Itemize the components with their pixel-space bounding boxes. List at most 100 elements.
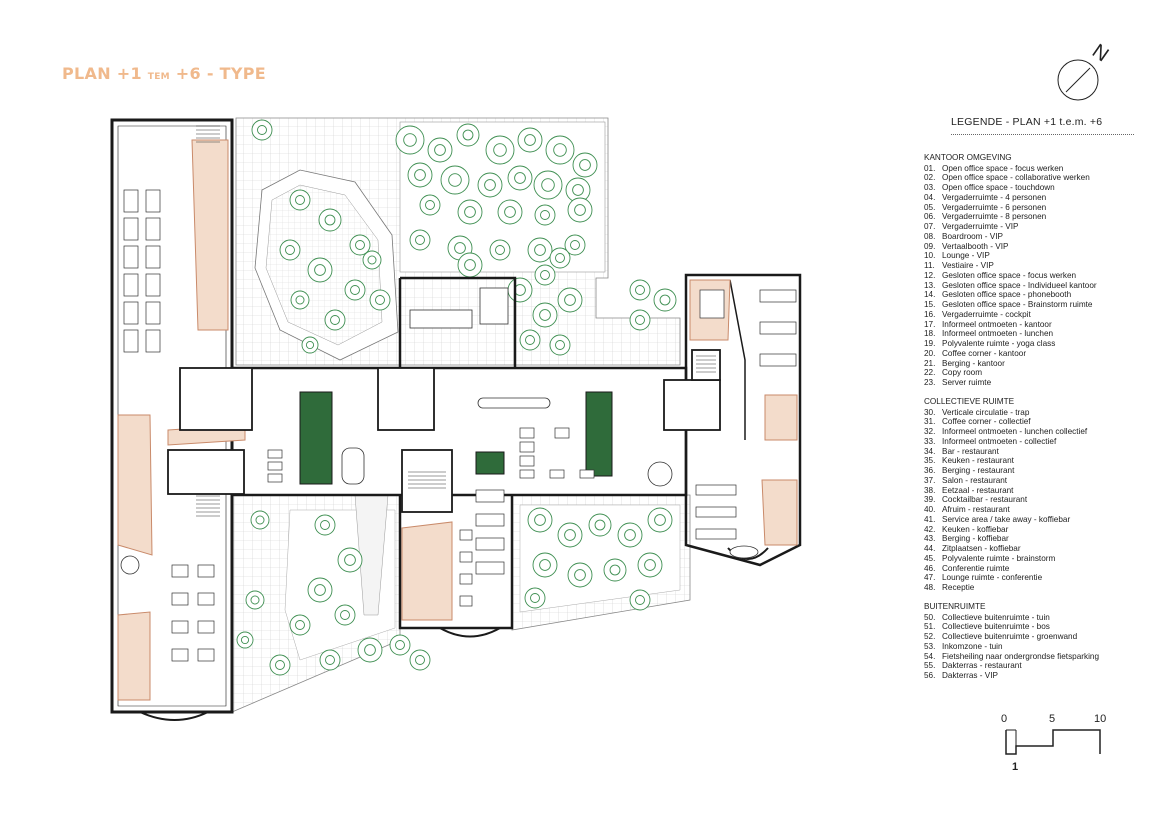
- legend-item-number: 18.: [924, 329, 936, 339]
- legend-item-number: 07.: [924, 222, 936, 231]
- legend-item: 48.Receptie: [924, 583, 1134, 593]
- tree-mark-inner: [364, 644, 376, 656]
- tree-mark-inner: [572, 184, 584, 196]
- tree-mark-inner: [579, 159, 591, 171]
- tree-mark-inner: [415, 655, 425, 665]
- legend-item-label: Berging - restaurant: [942, 466, 1015, 475]
- tree-mark-inner: [564, 294, 576, 306]
- tree-mark-inner: [555, 253, 565, 263]
- legend-item-label: Collectieve buitenruimte - tuin: [942, 612, 1050, 622]
- legend-item-number: 30.: [924, 407, 936, 417]
- legend-item-label: Copy room: [942, 368, 983, 378]
- round-tables: [120, 461, 759, 575]
- legend-item: 04.Vergaderruimte - 4 personen: [924, 193, 1134, 203]
- legend-item-label: Collectieve buitenruimte - groenwand: [942, 632, 1078, 641]
- legend-item-label: Open office space - focus werken: [942, 163, 1064, 173]
- legend-item-number: 21.: [924, 358, 936, 368]
- legend-item-label: Coffee corner - collectief: [942, 417, 1031, 427]
- legend-item-number: 33.: [924, 436, 936, 446]
- legend-item-label: Vestiaire - VIP: [942, 261, 994, 270]
- legend-item: 13.Gesloten office space - Individueel k…: [924, 281, 1134, 291]
- desk-mark: [459, 573, 473, 585]
- tree-mark-inner: [375, 295, 385, 305]
- legend-item-label: Vergaderruimte - 8 personen: [942, 212, 1047, 222]
- legend-item: 09.Vertaalbooth - VIP: [924, 242, 1134, 252]
- desk-mark: [519, 441, 535, 453]
- legend-item: 17.Informeel ontmoeten - kantoor: [924, 320, 1134, 330]
- desk-mark: [519, 427, 535, 439]
- legend-item-label: Informeel ontmoeten - lunchen: [942, 329, 1054, 339]
- legend-item-label: Keuken - koffiebar: [942, 524, 1009, 534]
- legend-item-label: Server ruimte: [942, 378, 992, 387]
- legend-item-label: Polyvalente ruimte - yoga class: [942, 339, 1056, 348]
- legend-item-label: Cocktailbar - restaurant: [942, 495, 1028, 505]
- legend-item-label: Fietsheiling naar ondergrondse fietspark…: [942, 651, 1100, 661]
- legend-item-number: 54.: [924, 651, 936, 661]
- legend-item-number: 23.: [924, 378, 936, 387]
- tree-mark-inner: [541, 178, 555, 192]
- desk-mark: [197, 648, 215, 662]
- tree-mark-inner: [534, 514, 546, 526]
- desk-mark: [267, 461, 283, 471]
- desk-mark: [171, 648, 189, 662]
- legend-item-number: 16.: [924, 309, 936, 319]
- tree-mark-inner: [425, 200, 435, 210]
- legend-item-number: 35.: [924, 456, 936, 466]
- stairs: [196, 125, 716, 517]
- tree-mark-inner: [295, 620, 305, 630]
- desk-mark: [145, 273, 161, 297]
- legend-item-label: Zitplaatsen - koffiebar: [942, 544, 1021, 553]
- legend-item: 53.Inkomzone - tuin: [924, 642, 1134, 652]
- north-arrow: N: [1057, 40, 1112, 101]
- tree-mark-inner: [464, 206, 476, 218]
- legend-item: 39.Cocktailbar - restaurant: [924, 495, 1134, 505]
- legend-item-label: Service area / take away - koffiebar: [942, 514, 1071, 524]
- legend-item-number: 05.: [924, 202, 936, 212]
- desks: [123, 189, 797, 662]
- tree-mark-inner: [324, 214, 336, 226]
- legend-item: 40.Afruim - restaurant: [924, 505, 1134, 515]
- legend-item: 47.Lounge ruimte - conferentie: [924, 573, 1134, 583]
- legend-item-number: 51.: [924, 622, 936, 632]
- tree-mark-inner: [564, 529, 576, 541]
- legend-item-number: 45.: [924, 553, 936, 563]
- legend-item-label: Polyvalente ruimte - brainstorm: [942, 553, 1056, 563]
- tree-mark-inner: [462, 129, 474, 141]
- legend-item: 02.Open office space - collaborative wer…: [924, 173, 1134, 183]
- legend-item-label: Coffee corner - kantoor: [942, 348, 1027, 358]
- legend-item-number: 36.: [924, 466, 936, 475]
- legend-item-label: Informeel ontmoeten - collectief: [942, 436, 1057, 446]
- tree-mark-inner: [414, 169, 426, 181]
- legend-item-label: Boardroom - VIP: [942, 231, 1003, 241]
- legend-item-number: 13.: [924, 280, 936, 290]
- desk-mark: [197, 564, 215, 578]
- tree-mark-inner: [524, 134, 536, 146]
- desk-mark: [267, 449, 283, 459]
- tree-mark-inner: [574, 204, 586, 216]
- legend-item: 16.Vergaderruimte - cockpit: [924, 310, 1134, 320]
- legend-item-label: Conferentie ruimte: [942, 563, 1010, 573]
- tree-mark-inner: [654, 514, 666, 526]
- tree-mark-inner: [415, 235, 425, 245]
- legend-item-number: 34.: [924, 446, 936, 456]
- tree-mark-inner: [350, 285, 360, 295]
- legend-item: 46.Conferentie ruimte: [924, 564, 1134, 574]
- legend-item: 08.Boardroom - VIP: [924, 232, 1134, 242]
- legend-item-number: 04.: [924, 192, 936, 202]
- legend-item-number: 09.: [924, 241, 936, 251]
- trees: [236, 119, 677, 676]
- legend-item-number: 38.: [924, 485, 936, 495]
- legend-item-label: Salon - restaurant: [942, 475, 1008, 485]
- desk-mark: [759, 289, 797, 303]
- legend-item-number: 53.: [924, 641, 936, 651]
- legend-item-number: 42.: [924, 524, 936, 534]
- legend-item: 21.Berging - kantoor: [924, 359, 1134, 369]
- tree-mark-inner: [367, 255, 377, 265]
- desk-mark: [695, 528, 737, 540]
- legend-item: 55.Dakterras - restaurant: [924, 661, 1134, 671]
- legend-item: 50.Collectieve buitenruimte - tuin: [924, 613, 1134, 623]
- desk-mark: [123, 301, 139, 325]
- tree-mark-inner: [275, 660, 285, 670]
- desk-mark: [171, 564, 189, 578]
- legend-item-label: Receptie: [942, 583, 975, 592]
